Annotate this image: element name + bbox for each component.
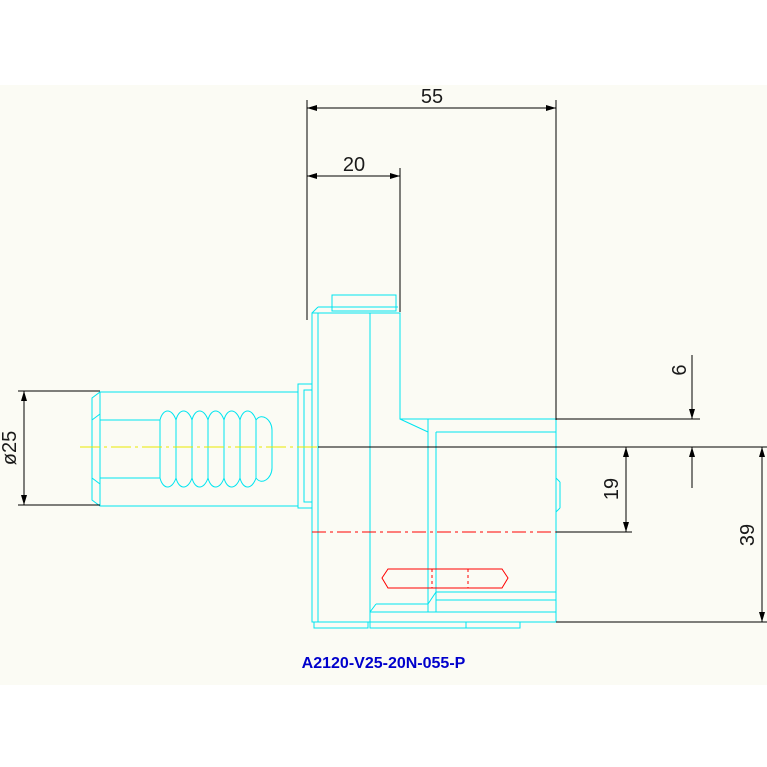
drawing-background <box>0 85 767 685</box>
dimension-lines <box>18 100 767 623</box>
dim-total-height: 39 <box>737 524 759 546</box>
hidden-features <box>312 531 556 589</box>
dim-shank-offset: 20 <box>343 154 365 176</box>
dim-center-height: 19 <box>601 478 623 500</box>
top-key <box>331 294 397 312</box>
serrated-grip <box>159 410 273 488</box>
main-body <box>311 312 557 623</box>
flange <box>297 383 313 509</box>
dim-overall-length: 55 <box>421 86 443 108</box>
tool-holder-outline <box>91 294 561 629</box>
dim-shank-diameter: ø25 <box>0 431 21 465</box>
slot-outline <box>381 568 509 589</box>
dim-step-height: 6 <box>669 364 691 375</box>
part-number-title: A2120-V25-20N-055-P <box>301 655 466 672</box>
shank <box>91 391 298 507</box>
